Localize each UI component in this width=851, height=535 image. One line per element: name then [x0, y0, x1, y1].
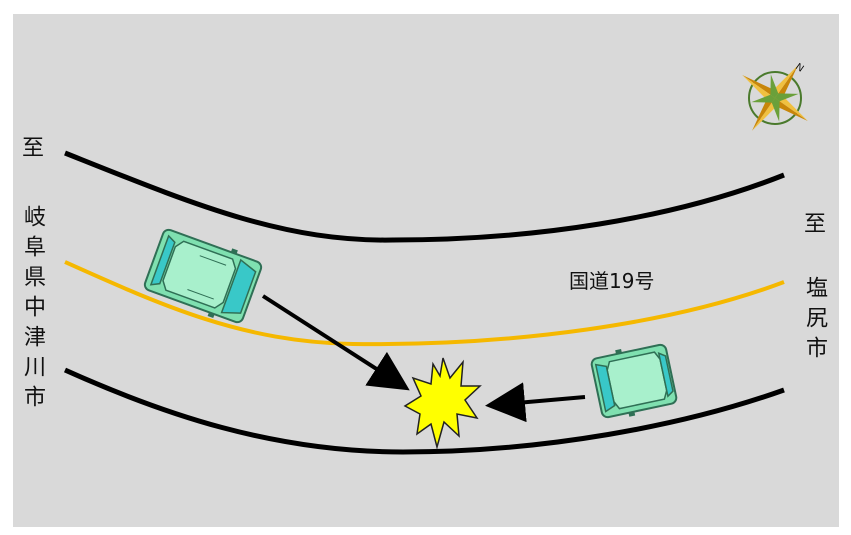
right-destination-city: 塩尻市 — [802, 276, 827, 366]
car-2 — [590, 343, 678, 419]
road-edge-south — [63, 367, 785, 455]
car-1 — [143, 228, 263, 324]
road-label: 国道19号 — [569, 269, 655, 293]
center-line — [64, 260, 785, 347]
compass-rose: N — [742, 61, 808, 131]
right-destination-prefix: 至 — [804, 212, 827, 237]
arrow-car-2 — [485, 382, 586, 423]
compass-north-letter: N — [793, 61, 805, 74]
diagram-canvas: N 至 岐阜県中津川市 至 塩尻市 国道19号 — [13, 14, 839, 527]
arrow-car-1 — [261, 294, 410, 391]
impact-burst — [403, 357, 482, 450]
left-destination-prefix: 至 — [22, 136, 45, 161]
left-destination-city: 岐阜県中津川市 — [20, 205, 45, 415]
road-scene: N — [63, 61, 808, 455]
road-edge-north — [64, 150, 785, 243]
